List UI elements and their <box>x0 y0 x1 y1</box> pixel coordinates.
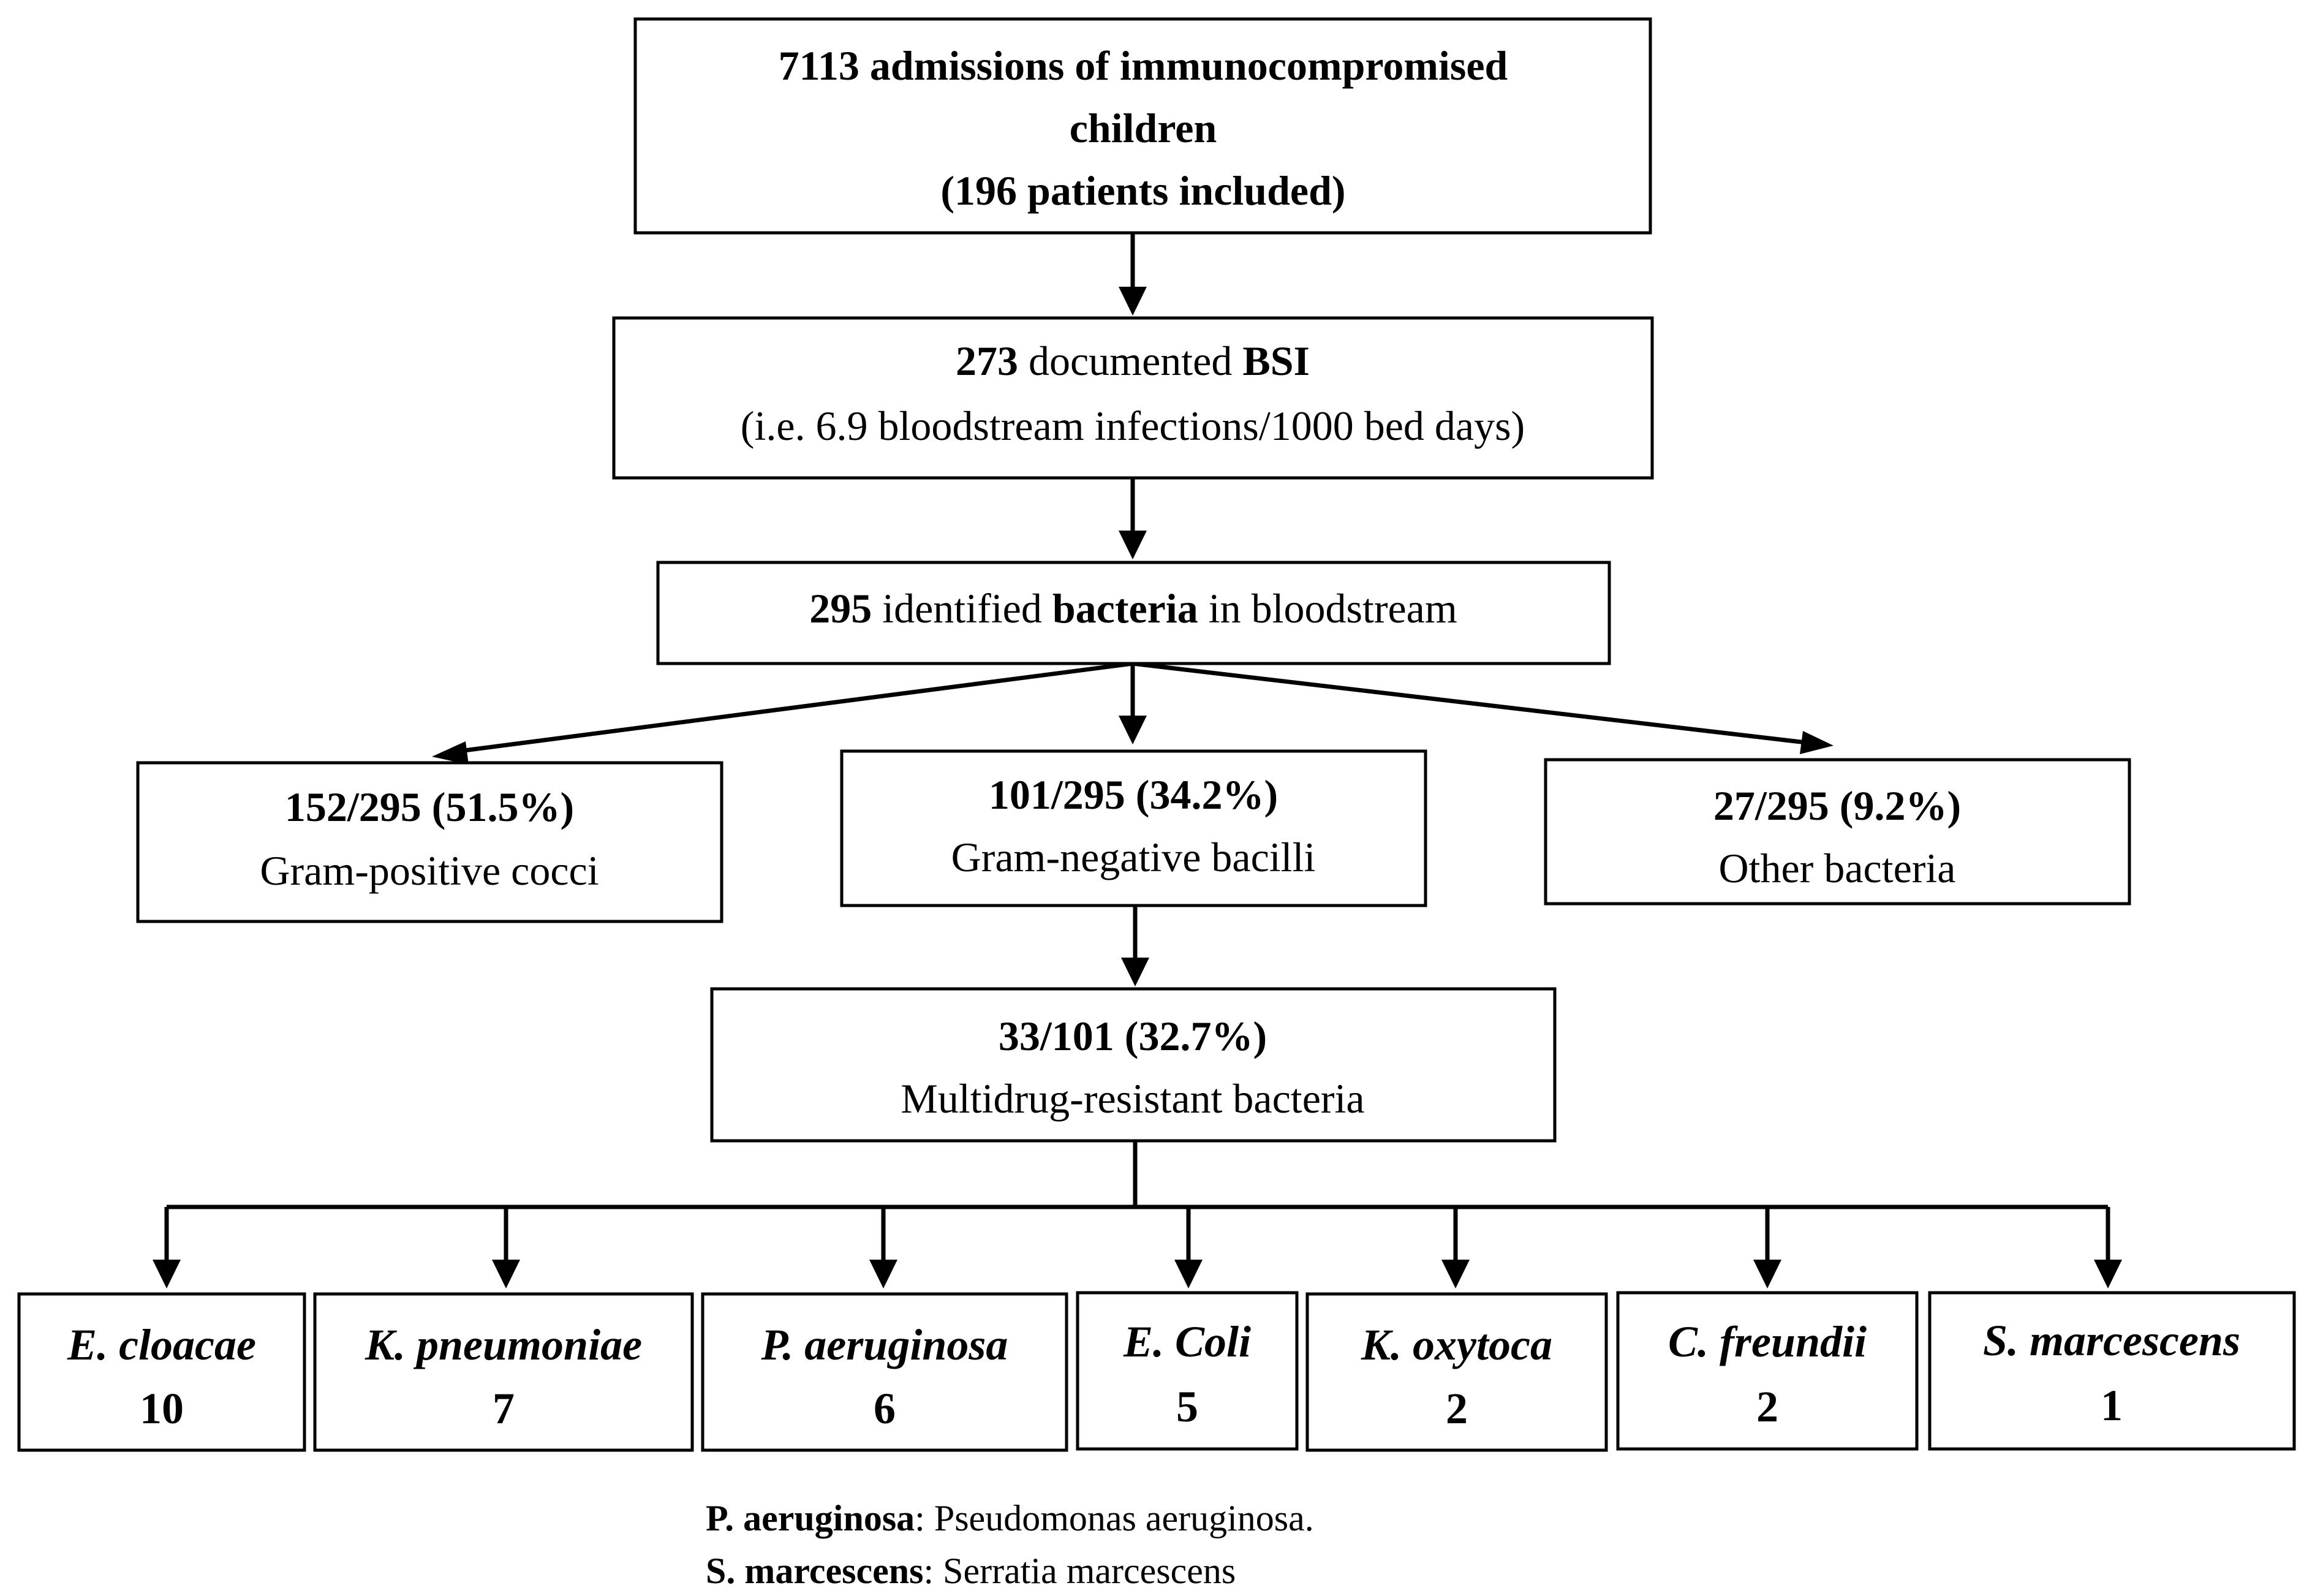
node-mdr: 33/101 (32.7%) Multidrug-resistant bacte… <box>710 987 1557 1143</box>
arrowhead <box>1119 531 1147 559</box>
node-gram-negative-stat: 101/295 (34.2%) <box>989 771 1278 818</box>
footnote-abbr: P. aeruginosa <box>706 1498 915 1538</box>
node-bacteria: 295 identified bacteria in bloodstream <box>656 561 1611 665</box>
species-count: 2 <box>1756 1382 1778 1431</box>
species-box: K. oxytoca 2 <box>1305 1292 1608 1452</box>
footnote: P. aeruginosa: Pseudomonas aeruginosa. <box>706 1498 1314 1538</box>
footnote-full: : Pseudomonas aeruginosa. <box>915 1498 1314 1538</box>
node-bsi: 273 documented BSI (i.e. 6.9 bloodstream… <box>612 316 1654 480</box>
arrowhead <box>1121 958 1149 986</box>
arrowhead <box>1441 1260 1470 1288</box>
node-other: 27/295 (9.2%) Other bacteria <box>1544 758 2131 906</box>
species-count: 7 <box>493 1384 515 1433</box>
arrowhead <box>1753 1260 1781 1288</box>
node-bsi-abbr: BSI <box>1242 338 1310 384</box>
species-count: 6 <box>874 1384 896 1433</box>
arrowhead <box>2094 1260 2122 1288</box>
node-admissions: 7113 admissions of immunocompromised chi… <box>633 17 1652 235</box>
species-count: 2 <box>1446 1384 1468 1433</box>
node-admissions-line1: 7113 admissions of immunocompromised <box>779 42 1508 89</box>
node-bsi-mid: documented <box>1018 338 1242 384</box>
connector-bacteria-other <box>1132 661 1807 745</box>
node-mdr-label: Multidrug-resistant bacteria <box>901 1075 1364 1122</box>
node-bsi-line2: (i.e. 6.9 bloodstream infections/1000 be… <box>741 403 1525 449</box>
node-mdr-stat: 33/101 (32.7%) <box>999 1013 1267 1059</box>
arrowhead <box>1119 716 1147 744</box>
arrowhead <box>492 1260 520 1288</box>
node-gram-positive-stat: 152/295 (51.5%) <box>285 784 574 830</box>
species-name: C. freundii <box>1668 1317 1867 1366</box>
node-gram-negative: 101/295 (34.2%) Gram-negative bacilli <box>840 749 1427 907</box>
node-bacteria-count: 295 <box>809 585 872 632</box>
footnotes: P. aeruginosa: Pseudomonas aeruginosa. S… <box>706 1498 1314 1591</box>
arrowhead <box>432 741 469 765</box>
node-bacteria-mid: identified <box>872 585 1052 632</box>
footnote-abbr: S. marcescens <box>706 1551 924 1591</box>
species-box: C. freundii 2 <box>1616 1291 1919 1451</box>
node-bacteria-tail: in bloodstream <box>1198 585 1457 632</box>
connectors <box>153 233 2122 1288</box>
footnote: S. marcescens: Serratia marcescens <box>706 1551 1236 1591</box>
node-gram-negative-label: Gram-negative bacilli <box>951 834 1316 880</box>
node-other-label: Other bacteria <box>1719 845 1956 891</box>
node-other-stat: 27/295 (9.2%) <box>1713 782 1961 829</box>
node-bsi-count: 273 <box>956 338 1018 384</box>
species-count: 1 <box>2101 1381 2123 1430</box>
species-box: E. Coli 5 <box>1076 1291 1299 1451</box>
node-bacteria-word: bacteria <box>1052 585 1198 632</box>
species-name: E. cloacae <box>67 1320 256 1369</box>
node-admissions-line2: children <box>1070 105 1217 151</box>
node-bacteria-line: 295 identified bacteria in bloodstream <box>809 585 1457 632</box>
connector-bacteria-gram-positive <box>459 661 1133 754</box>
species-box: K. pneumoniae 7 <box>313 1292 694 1452</box>
node-gram-positive-label: Gram-positive cocci <box>260 847 599 894</box>
species-name: P. aeruginosa <box>761 1320 1008 1369</box>
arrowhead <box>1119 287 1147 316</box>
arrowhead <box>869 1260 897 1288</box>
arrowhead <box>1800 731 1834 754</box>
footnote-full: : Serratia marcescens <box>924 1551 1236 1591</box>
node-admissions-line3: (196 patients included) <box>940 167 1345 214</box>
species-count: 5 <box>1176 1382 1198 1431</box>
node-bsi-line1: 273 documented BSI <box>956 338 1310 384</box>
species-name: S. marcescens <box>1983 1316 2240 1365</box>
arrowhead <box>153 1260 181 1288</box>
species-name: E. Coli <box>1123 1317 1251 1366</box>
arrowhead <box>1174 1260 1203 1288</box>
species-box: E. cloacae 10 <box>17 1292 306 1452</box>
node-gram-positive: 152/295 (51.5%) Gram-positive cocci <box>136 761 723 923</box>
species-box: P. aeruginosa 6 <box>701 1292 1068 1452</box>
species-name: K. oxytoca <box>1361 1320 1552 1369</box>
species-box: S. marcescens 1 <box>1928 1291 2296 1451</box>
species-count: 10 <box>140 1384 184 1433</box>
species-row: E. cloacae 10 K. pneumoniae 7 P. aerugin… <box>17 1291 2296 1452</box>
species-name: K. pneumoniae <box>364 1320 642 1369</box>
